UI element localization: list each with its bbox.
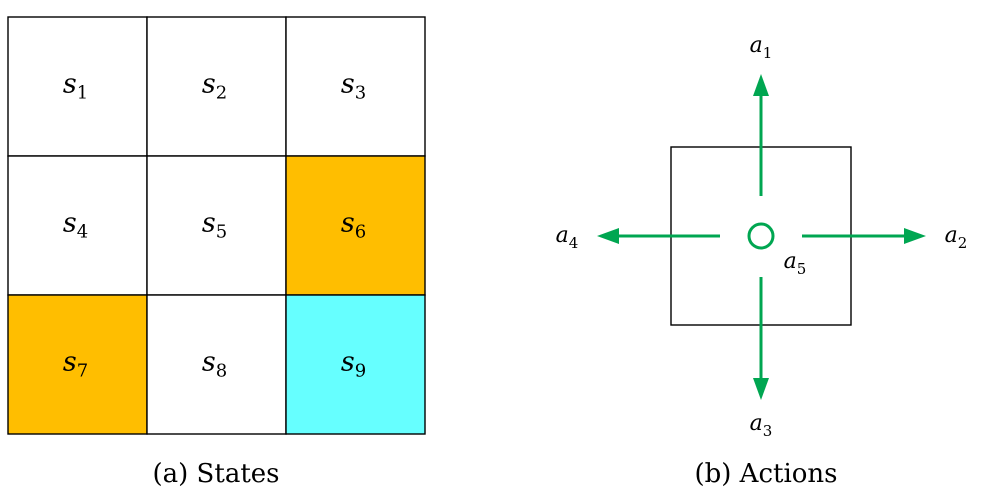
state-label-s1: s1: [63, 69, 88, 104]
action-arrow-down-head: [753, 378, 769, 400]
action-label-a5: a5: [784, 249, 807, 278]
state-cell-s3: s3: [285, 16, 426, 157]
state-cell-bg: [285, 155, 426, 296]
state-cell-s6: s6: [285, 155, 426, 296]
action-label-a4: a4: [556, 223, 579, 252]
state-cell-bg: [146, 16, 287, 157]
state-label-s5-symbol: s: [202, 208, 216, 239]
stay-action-circle: [747, 222, 775, 250]
state-label-s1-symbol: s: [63, 69, 77, 100]
state-label-s2-index: 2: [216, 83, 227, 104]
action-label-a2: a2: [945, 223, 968, 252]
state-label-s4: s4: [63, 208, 88, 243]
state-cell-bg: [285, 16, 426, 157]
action-arrow-right-head: [904, 228, 926, 244]
action-label-a5-index: 5: [797, 260, 807, 278]
state-label-s1-index: 1: [77, 83, 88, 104]
state-label-s5-index: 5: [216, 222, 227, 243]
state-label-s9-symbol: s: [341, 347, 355, 378]
action-label-a2-index: 2: [958, 234, 968, 252]
state-label-s8-symbol: s: [202, 347, 216, 378]
action-arrow-up-head: [753, 74, 769, 96]
action-label-a3-symbol: a: [750, 411, 763, 436]
state-cell-bg: [7, 294, 148, 435]
action-arrow-right: [802, 228, 926, 244]
action-arrow-left: [597, 228, 720, 244]
state-label-s4-symbol: s: [63, 208, 77, 239]
state-label-s2-symbol: s: [202, 69, 216, 100]
state-cell-bg: [146, 294, 287, 435]
action-arrow-up: [753, 74, 769, 196]
actions-caption: (b) Actions: [694, 459, 837, 489]
action-label-a4-symbol: a: [556, 223, 569, 248]
action-label-a3-index: 3: [763, 422, 773, 440]
states-caption: (a) States: [153, 459, 280, 489]
state-cell-s2: s2: [146, 16, 287, 157]
action-label-a2-symbol: a: [945, 223, 958, 248]
state-cell-bg: [285, 294, 426, 435]
state-label-s3: s3: [341, 69, 366, 104]
state-cell-s4: s4: [7, 155, 148, 296]
state-label-s9-index: 9: [355, 361, 366, 382]
state-label-s7: s7: [63, 347, 88, 382]
state-cell-s5: s5: [146, 155, 287, 296]
state-label-s7-index: 7: [77, 361, 88, 382]
action-label-a1-index: 1: [763, 44, 773, 62]
action-label-a1-symbol: a: [750, 33, 763, 58]
action-label-a5-symbol: a: [784, 249, 797, 274]
state-label-s9: s9: [341, 347, 366, 382]
state-cell-s1: s1: [7, 16, 148, 157]
state-label-s8: s8: [202, 347, 227, 382]
state-label-s7-symbol: s: [63, 347, 77, 378]
state-cell-s8: s8: [146, 294, 287, 435]
state-label-s2: s2: [202, 69, 227, 104]
state-label-s6-symbol: s: [341, 208, 355, 239]
state-label-s4-index: 4: [77, 222, 88, 243]
action-label-a3: a3: [750, 411, 773, 440]
state-label-s8-index: 8: [216, 361, 227, 382]
state-cell-bg: [7, 16, 148, 157]
state-cell-s7: s7: [7, 294, 148, 435]
state-label-s6: s6: [341, 208, 366, 243]
state-label-s5: s5: [202, 208, 227, 243]
action-label-a4-index: 4: [569, 234, 579, 252]
state-cell-bg: [7, 155, 148, 296]
action-label-a1: a1: [750, 33, 773, 62]
action-arrow-down: [753, 277, 769, 400]
state-cell-s9: s9: [285, 294, 426, 435]
action-arrow-left-head: [597, 228, 619, 244]
state-label-s3-symbol: s: [341, 69, 355, 100]
state-label-s6-index: 6: [355, 222, 366, 243]
state-label-s3-index: 3: [355, 83, 366, 104]
